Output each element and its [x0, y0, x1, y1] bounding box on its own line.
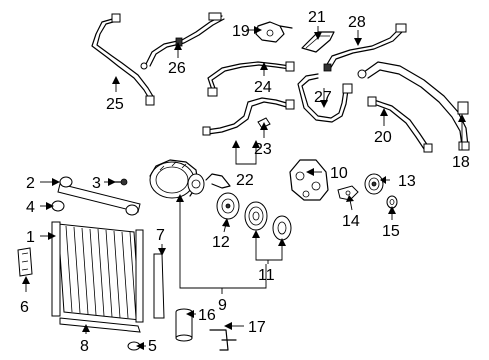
receiver-drier-16 [175, 308, 193, 342]
upper-bracket-2 [57, 176, 141, 216]
callout-16: 16 [198, 307, 216, 324]
hose-22 [202, 97, 295, 136]
bracket-17 [209, 329, 237, 351]
hose-small-9 [205, 173, 231, 189]
pulley-11a [244, 201, 268, 231]
callout-1: 1 [26, 229, 35, 246]
hose-28 [323, 23, 407, 72]
hose-18 [357, 61, 470, 151]
coil-11b [272, 215, 292, 241]
seal-8 [59, 317, 141, 333]
condenser-1 [51, 221, 144, 323]
hose-24 [207, 61, 295, 97]
seal-7 [153, 253, 165, 319]
bracket-10 [289, 159, 329, 201]
leaders [22, 26, 466, 350]
callout-6: 6 [20, 299, 29, 316]
callout-11: 11 [258, 267, 275, 284]
hose-20 [367, 96, 433, 153]
seal-6 [17, 247, 33, 277]
callout-7: 7 [156, 227, 165, 244]
callout-13: 13 [398, 173, 416, 190]
callout-5: 5 [148, 338, 157, 355]
callout-9: 9 [218, 297, 227, 314]
callout-3: 3 [92, 175, 101, 192]
clutch-plate-12 [216, 192, 240, 220]
callout-27: 27 [314, 89, 332, 106]
callout-18: 18 [452, 154, 470, 171]
callout-25: 25 [106, 96, 124, 113]
callout-26: 26 [168, 60, 186, 77]
compressor-9 [149, 159, 205, 199]
callout-24: 24 [254, 79, 272, 96]
callout-17: 17 [248, 319, 266, 336]
callout-28: 28 [348, 14, 366, 31]
callout-2: 2 [26, 175, 35, 192]
callout-8: 8 [80, 338, 89, 355]
bracket-19 [255, 21, 293, 43]
callout-20: 20 [374, 129, 392, 146]
callout-10: 10 [330, 165, 348, 182]
callout-19: 19 [232, 23, 250, 40]
callout-15: 15 [382, 223, 400, 240]
callout-14: 14 [342, 213, 360, 230]
callout-22: 22 [236, 172, 254, 189]
hose-25 [91, 13, 155, 106]
callout-4: 4 [26, 199, 35, 216]
callout-12: 12 [212, 234, 230, 251]
bracket-14 [337, 185, 359, 201]
pipe-27 [297, 73, 353, 123]
pulley-13 [364, 173, 384, 195]
callout-21: 21 [308, 9, 326, 26]
hose-26 [140, 12, 225, 70]
callout-23: 23 [254, 141, 272, 158]
